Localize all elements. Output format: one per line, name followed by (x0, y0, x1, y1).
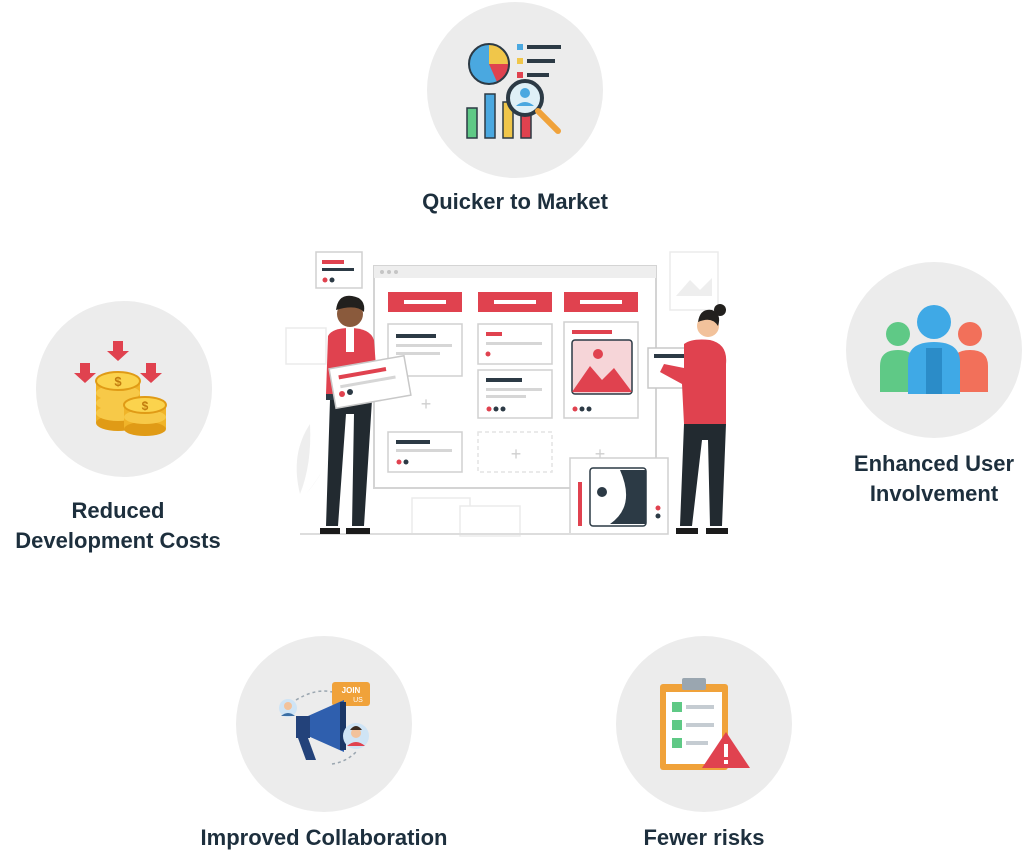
svg-text:+: + (595, 444, 606, 464)
reduced-costs-line1: Reduced (71, 498, 165, 523)
user-involvement-line1: Enhanced User (853, 451, 1015, 476)
users-icon (880, 305, 988, 394)
reduced-costs-line2: Development Costs (15, 528, 221, 553)
analytics-icon (466, 43, 561, 139)
fewer-risks-label: Fewer risks (643, 825, 765, 850)
collaboration-label: Improved Collaboration (200, 825, 448, 850)
quicker-to-market-circle (427, 2, 603, 178)
fewer-risks-circle (616, 636, 792, 812)
coins-icon: $ $ (74, 341, 167, 436)
user-involvement-line2: Involvement (869, 481, 999, 506)
join-badge-text: JOIN (342, 686, 361, 695)
svg-text:+: + (421, 394, 432, 414)
us-badge-text: US (353, 697, 363, 704)
checklist-warning-icon (660, 678, 750, 770)
kanban-board-illustration: + + + (280, 244, 730, 544)
reduced-costs-circle: $ $ (36, 301, 212, 477)
svg-text:+: + (511, 444, 522, 464)
reduced-costs-label: Reduced Development Costs (0, 496, 236, 556)
collaboration-circle: JOIN US (236, 636, 412, 812)
megaphone-icon: JOIN US (279, 682, 370, 765)
user-involvement-circle (846, 262, 1022, 438)
svg-text:$: $ (142, 399, 149, 413)
svg-text:$: $ (114, 374, 122, 389)
user-involvement-label: Enhanced User Involvement (836, 449, 1024, 509)
quicker-to-market-label: Quicker to Market (422, 189, 608, 214)
